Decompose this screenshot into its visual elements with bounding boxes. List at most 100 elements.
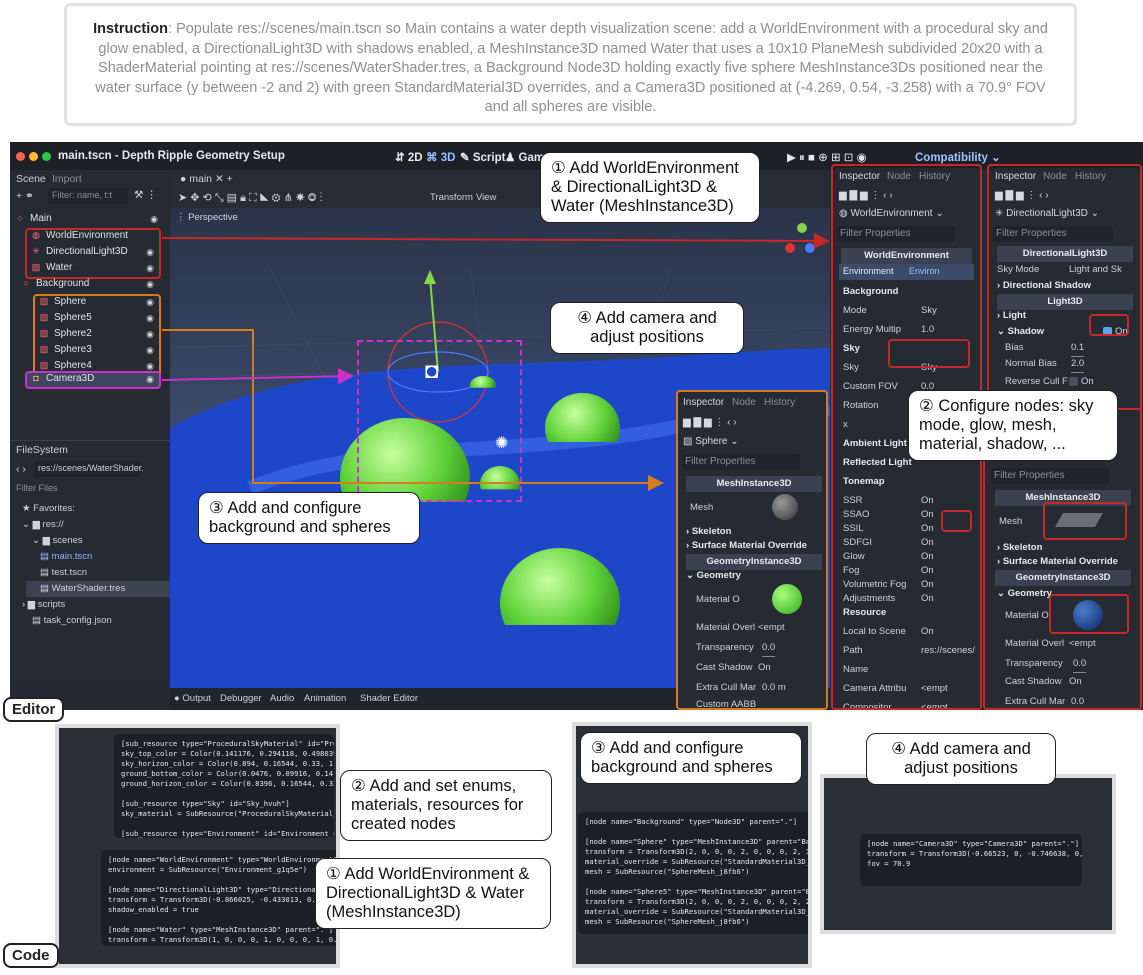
shadow-toggle[interactable]: On (1103, 322, 1128, 341)
fs-watershader[interactable]: ▤ WaterShader.tres (40, 583, 126, 594)
env-node-select[interactable]: ◍ WorldEnvironment ⌄ (839, 208, 944, 219)
visibility-icon[interactable]: ◉ (146, 361, 154, 371)
sphere-mesh[interactable] (545, 393, 620, 442)
shader-material-preview[interactable] (1073, 600, 1103, 630)
fs-scenes[interactable]: ⌄ ▆ scenes (32, 535, 83, 546)
env-prop-value[interactable]: On (921, 509, 934, 520)
tab-history[interactable]: History (764, 397, 796, 408)
reverse-cull-toggle[interactable]: On (1069, 372, 1094, 391)
tree-directionallight[interactable]: ✳DirectionalLight3D◉ (30, 246, 160, 262)
water-filter-input[interactable]: Filter Properties (991, 468, 1109, 484)
tab-output[interactable]: ● Output (174, 693, 211, 704)
tab-node[interactable]: Node (732, 397, 756, 408)
sphere-cast-value[interactable]: On (758, 662, 771, 673)
env-prop-row[interactable]: Name (839, 660, 974, 679)
tab-animation[interactable]: Animation (304, 693, 347, 704)
fs-main-tscn[interactable]: ▤ main.tscn (40, 551, 93, 562)
visibility-icon[interactable]: ◉ (146, 345, 154, 355)
bias-field[interactable]: 0.1 (1071, 338, 1085, 357)
scene-filter-input[interactable]: Filter: name, t:t (48, 188, 128, 204)
sphere-skeleton[interactable]: › Skeleton (686, 526, 732, 537)
tab-2d[interactable]: ⇵ 2D (395, 152, 423, 164)
add-node-icon[interactable]: + ⚭ (16, 190, 34, 202)
sphere-ecm-value[interactable]: 0.0 m (762, 678, 786, 697)
tab-history[interactable]: History (919, 171, 951, 182)
inspector-toolbar-icons[interactable]: ▆ ▇ ▆ ⋮ ‹ › (995, 190, 1049, 201)
visibility-icon[interactable]: ◉ (146, 297, 154, 307)
sphere-filter-input[interactable]: Filter Properties (682, 454, 800, 470)
env-prop-value[interactable]: On (921, 626, 934, 637)
visibility-icon[interactable]: ◉ (146, 279, 154, 289)
normal-bias-field[interactable]: 2.0 (1071, 354, 1085, 373)
env-prop-value[interactable]: 0.0 (921, 381, 935, 392)
env-subtab-1[interactable]: Environment (843, 266, 894, 276)
sphere-mesh[interactable] (470, 376, 496, 388)
env-prop-row[interactable]: Tonemap (839, 472, 974, 491)
env-prop-value[interactable]: On (921, 579, 934, 590)
tree-background[interactable]: ○Background◉ (20, 278, 160, 294)
tab-node[interactable]: Node (1043, 171, 1067, 182)
visibility-icon[interactable]: ◉ (146, 313, 154, 323)
tab-inspector[interactable]: Inspector (839, 171, 881, 182)
env-prop-row[interactable]: Ambient Light (839, 434, 974, 453)
water-ecm-value[interactable]: 0.0 (1071, 696, 1085, 707)
water-skeleton[interactable]: › Skeleton (997, 542, 1043, 553)
water-matover-value[interactable]: <empt (1069, 638, 1096, 649)
sphere-geometry[interactable]: ⌄ Geometry (686, 570, 741, 581)
sphere-mesh-preview[interactable] (772, 494, 798, 520)
sphere-smo[interactable]: › Surface Material Override (686, 540, 807, 551)
inspector-toolbar-icons[interactable]: ▆ ▇ ▆ ⋮ ‹ › (839, 190, 893, 201)
light-group[interactable]: › Light (997, 310, 1027, 321)
scene-tools-icon[interactable]: ⚒ ⋮ (134, 189, 157, 201)
minimize-dot[interactable] (29, 152, 38, 161)
env-prop-value[interactable]: <empt (921, 683, 948, 694)
inspector-toolbar-icons[interactable]: ▆ ▇ ▆ ⋮ ‹ › (683, 417, 737, 428)
sky-mode-value[interactable]: Light and Sk (1069, 264, 1122, 275)
nav-arrows-icon[interactable]: ‹ › (16, 463, 26, 475)
env-prop-row[interactable]: Rotation (839, 396, 974, 415)
tab-shader-editor[interactable]: Shader Editor (360, 693, 419, 704)
path-field[interactable]: res://scenes/WaterShader. (34, 461, 144, 477)
env-prop-row[interactable]: Camera Attribu<empt (839, 679, 974, 698)
tree-sphere2[interactable]: ▧Sphere2◉ (38, 328, 160, 344)
water-geometry[interactable]: ⌄ Geometry (997, 588, 1052, 599)
tab-inspector[interactable]: Inspector (995, 171, 1037, 182)
tree-sphere4[interactable]: ▧Sphere4◉ (38, 360, 160, 376)
fs-task-config[interactable]: ▤ task_config.json (32, 615, 112, 626)
transform-tools-icons[interactable]: ➤ ✥ ⟲ ⤡ ▤ 🔒︎ ⛶ ◣ ⚙ ⋔ ☀ ◎ ⋮ (178, 192, 323, 204)
play-controls[interactable]: ▶ ⏸ ■ ⊕ ⊞ ⊡ ◉ (787, 152, 867, 164)
tree-sphere[interactable]: ▧Sphere◉ (38, 296, 160, 312)
view-menu[interactable]: View (476, 192, 497, 203)
tab-3d[interactable]: ⌘ 3D (426, 152, 456, 164)
tab-audio[interactable]: Audio (270, 693, 295, 704)
env-prop-value[interactable]: res://scenes/ (921, 645, 975, 656)
env-prop-row[interactable]: Reflected Light (839, 453, 974, 472)
fs-test-tscn[interactable]: ▤ test.tscn (40, 567, 87, 578)
visibility-icon[interactable]: ◉ (146, 374, 154, 384)
tree-water[interactable]: ▧Water◉ (30, 262, 160, 278)
viewport-tab-main[interactable]: ● main ✕ + (180, 173, 233, 185)
water-cast-value[interactable]: On (1069, 676, 1082, 687)
tree-worldenvironment[interactable]: ◍WorldEnvironment (30, 230, 160, 246)
visibility-icon[interactable]: ◉ (146, 247, 154, 257)
fs-favorites[interactable]: ★ Favorites: (22, 503, 75, 514)
env-prop-value[interactable]: <empt (921, 702, 948, 708)
shadow-group[interactable]: ⌄ Shadow (997, 326, 1045, 337)
tab-inspector[interactable]: Inspector (683, 397, 725, 408)
visibility-icon[interactable]: ◉ (146, 263, 154, 273)
water-transp-value[interactable]: 0.0 (1073, 654, 1087, 673)
tab-history[interactable]: History (1075, 171, 1107, 182)
env-prop-value[interactable]: On (921, 523, 934, 534)
transform-menu[interactable]: Transform (430, 192, 473, 203)
